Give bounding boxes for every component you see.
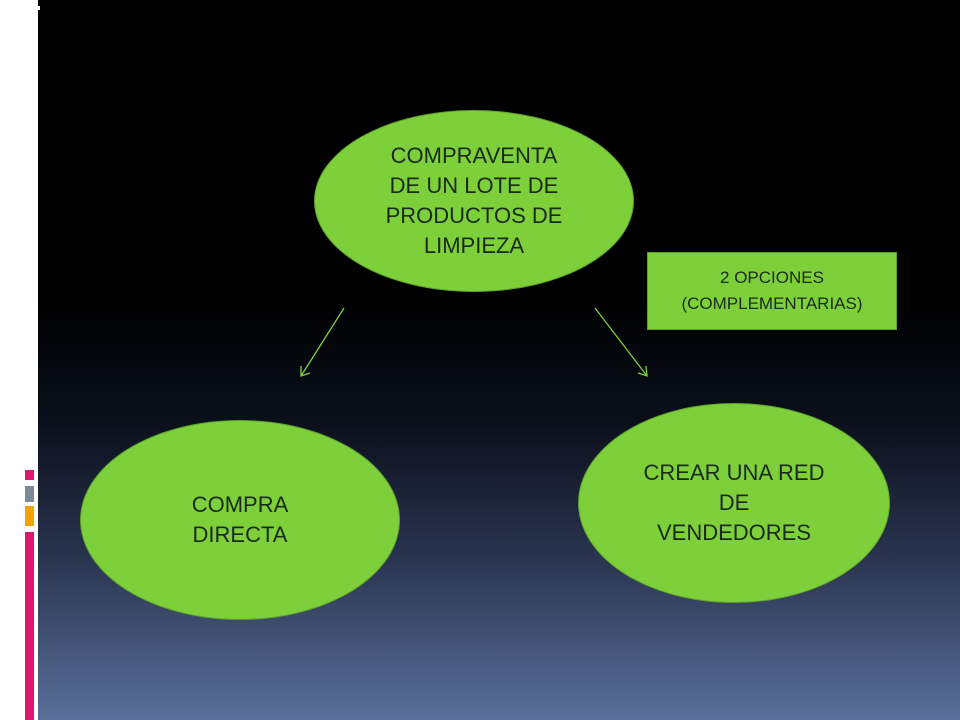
accent-bar-pink-top [25, 470, 34, 480]
note-2-opciones: 2 OPCIONES (COMPLEMENTARIAS) [647, 252, 897, 330]
node-red-vendedores-line-1: CREAR UNA RED [643, 460, 825, 485]
node-compra-directa: COMPRA DIRECTA [80, 420, 400, 620]
accent-bar-orange [25, 506, 34, 526]
arrow-to-left [300, 307, 345, 377]
arrow-to-right [594, 307, 648, 377]
node-red-vendedores-line-3: VENDEDORES [656, 520, 812, 545]
note-line-1: 2 OPCIONES [720, 268, 824, 287]
node-red-vendedores: CREAR UNA RED DE VENDEDORES [578, 403, 890, 603]
node-compraventa-line-2: DE UN LOTE DE [389, 173, 559, 198]
accent-bar-gray [25, 486, 34, 502]
node-compraventa: COMPRAVENTA DE UN LOTE DE PRODUCTOS DE L… [314, 110, 634, 292]
note-line-2: (COMPLEMENTARIAS) [681, 294, 863, 313]
node-compraventa-line-4: LIMPIEZA [423, 233, 525, 258]
accent-bar-pink-bottom [25, 532, 34, 720]
node-compraventa-line-1: COMPRAVENTA [390, 143, 558, 168]
node-compra-directa-line-1: COMPRA [191, 492, 289, 517]
node-compraventa-line-3: PRODUCTOS DE [385, 203, 563, 228]
arrowhead-left [300, 366, 311, 377]
arrowhead-right [637, 365, 648, 377]
node-compra-directa-line-2: DIRECTA [192, 522, 288, 547]
node-red-vendedores-line-2: DE [718, 490, 750, 515]
